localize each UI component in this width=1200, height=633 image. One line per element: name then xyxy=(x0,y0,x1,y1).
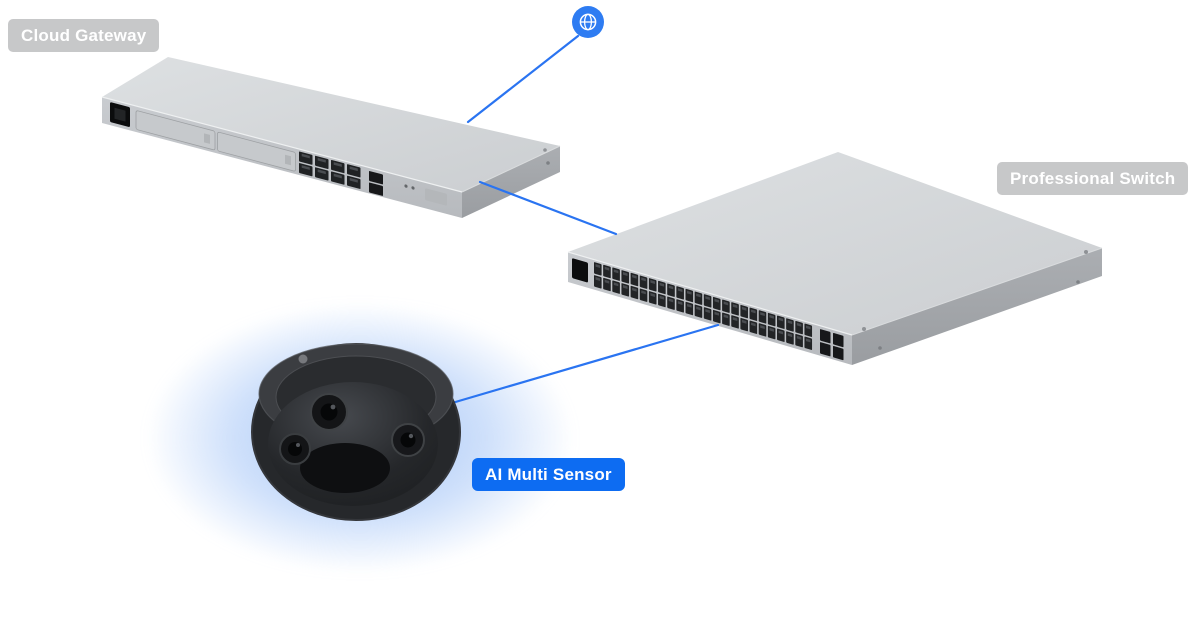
gateway-front-details xyxy=(110,102,447,206)
gateway-drive-bay xyxy=(217,131,296,172)
camera-lens-2 xyxy=(279,433,311,465)
gateway-sfp-ports xyxy=(369,171,383,196)
switch-front-edge-highlight xyxy=(567,251,853,336)
switch-sfp-ports xyxy=(820,329,844,361)
connection-gateway-to-switch xyxy=(478,180,618,236)
gateway-label-plate xyxy=(425,188,447,206)
ai-multi-sensor-camera xyxy=(251,343,461,521)
switch-screw xyxy=(878,346,882,350)
connection-lines xyxy=(450,34,720,405)
camera-lens-3 xyxy=(391,423,425,457)
switch-screw xyxy=(1076,280,1080,284)
switch-power-inlet xyxy=(572,258,588,283)
professional-switch-badge: Professional Switch xyxy=(997,162,1189,195)
connection-internet-to-gateway xyxy=(466,34,580,124)
gateway-drive-bay xyxy=(135,110,216,151)
switch-ethernet-ports xyxy=(594,262,813,350)
gateway-screw xyxy=(543,148,547,152)
switch-top-face xyxy=(568,152,1102,335)
switch-screw xyxy=(862,327,866,331)
gateway-top-face xyxy=(102,57,560,192)
gateway-front-edge-highlight xyxy=(101,96,463,193)
professional-switch-device xyxy=(567,152,1103,365)
connection-switch-to-camera xyxy=(450,323,720,405)
globe-icon xyxy=(572,6,604,38)
gateway-bay-latch xyxy=(285,154,291,166)
gateway-side-face xyxy=(462,146,560,218)
switch-front-details xyxy=(572,258,844,361)
gateway-screw xyxy=(546,161,550,165)
camera-aperture xyxy=(300,443,390,493)
cloud-gateway-badge: Cloud Gateway xyxy=(8,19,160,52)
gateway-power-inlet-socket xyxy=(114,107,126,122)
cloud-gateway-device xyxy=(101,57,561,218)
ai-multi-sensor-badge: AI Multi Sensor xyxy=(472,458,625,491)
gateway-side-edge-highlight xyxy=(461,145,561,193)
gateway-led xyxy=(411,186,415,190)
camera-knob xyxy=(298,354,308,364)
camera-lens-1 xyxy=(310,393,348,431)
gateway-ethernet-ports xyxy=(299,151,361,189)
gateway-led xyxy=(404,184,408,188)
switch-screw xyxy=(1084,250,1088,254)
switch-side-edge-highlight xyxy=(851,247,1103,336)
switch-side-face xyxy=(852,248,1102,365)
gateway-bay-latch xyxy=(204,133,210,144)
